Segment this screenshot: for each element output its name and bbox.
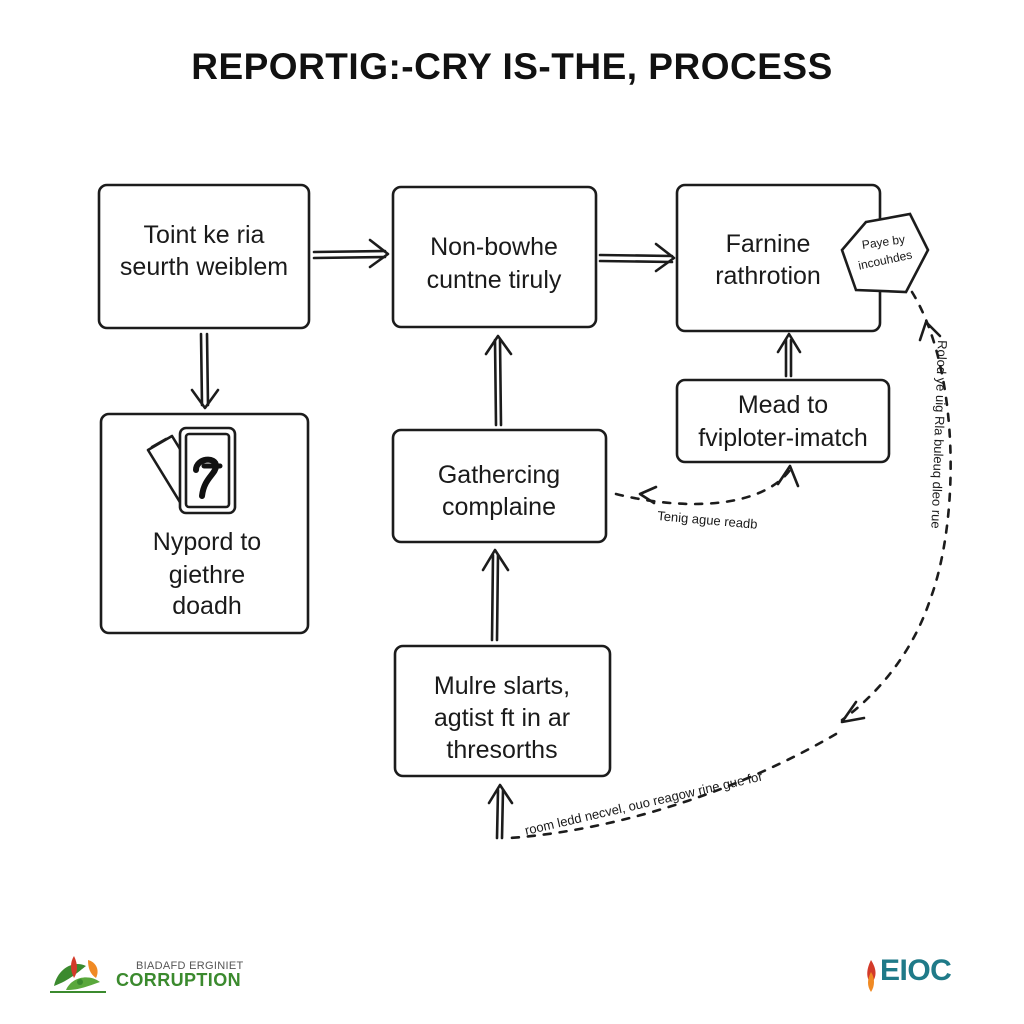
arrow-b5-to-b2: [484, 334, 513, 427]
box-toint-keria-line2: seurth weiblem: [120, 253, 288, 281]
box-non-bowhe: [391, 185, 598, 329]
dashed-label-right: Rolod ye uig Rla buleuq dleo rue: [928, 340, 950, 529]
box-farnine-line1: Farnine: [726, 230, 811, 258]
tag-line1: Paye by: [861, 232, 906, 252]
box-nypord-line1: Nypord to: [153, 528, 261, 556]
box-gathercing-line1: Gathercing: [438, 461, 560, 489]
box-mead-to-line2: fviploter-imatch: [698, 424, 868, 452]
diagram-title: REPORTIG:-CRY IS-THE, PROCESS: [191, 46, 833, 87]
arrow-b7-to-b5: [481, 548, 510, 642]
arrow-b1-to-b4: [190, 332, 220, 410]
corruption-logo: BIADAFD ERGINIET CORRUPTION: [44, 946, 264, 1002]
flame-logo-icon: [867, 960, 876, 992]
box-gathercing-line2: complaine: [442, 493, 556, 521]
logo-left-top-text: BIADAFD ERGINIET: [136, 960, 244, 972]
arrow-b2-to-b3: [598, 242, 676, 273]
box-gathercing: [391, 428, 608, 544]
box-nypord-line2: giethre: [169, 561, 245, 589]
dashed-label-bottom: room ledd necvel, ouo reagow rine gue fo…: [523, 768, 764, 838]
dashed-label-mid: Tenig ague readb: [657, 508, 758, 532]
box-mulre-slarts: [393, 644, 612, 778]
box-mulre-slarts-line2: agtist ft in ar: [434, 704, 570, 732]
box-mead-to-line1: Mead to: [738, 391, 828, 419]
arrow-b1-to-b2: [312, 238, 390, 269]
box-non-bowhe-line1: Non-bowhe: [430, 233, 558, 261]
box-toint-keria: [97, 183, 311, 330]
eioc-logo: EIOC: [862, 952, 982, 1000]
logo-right-text: EIOC: [880, 954, 952, 987]
box-mead-to: [675, 378, 891, 464]
logo-left-main-text: CORRUPTION: [116, 970, 241, 990]
box-nypord: [99, 412, 310, 635]
box-non-bowhe-line2: cuntne tiruly: [427, 266, 562, 294]
dashed-connector-mid: Tenig ague readb: [614, 464, 800, 532]
box-farnine-line2: rathrotion: [715, 262, 821, 290]
tag-badge: Paye by incouhdes: [840, 212, 930, 294]
arrow-bottom-into-b7: [487, 783, 514, 840]
phone-document-icon: [146, 426, 237, 515]
box-toint-keria-line1: Toint ke ria: [144, 221, 265, 249]
box-mulre-slarts-line3: thresorths: [446, 736, 557, 764]
dashed-connector-right: Rolod ye uig Rla buleuq dleo rue: [840, 290, 952, 724]
arrow-b6-to-b3: [776, 332, 802, 378]
box-nypord-line3: doadh: [172, 592, 242, 620]
box-mulre-slarts-line1: Mulre slarts,: [434, 672, 570, 700]
leaf-logo-icon: [50, 956, 106, 993]
